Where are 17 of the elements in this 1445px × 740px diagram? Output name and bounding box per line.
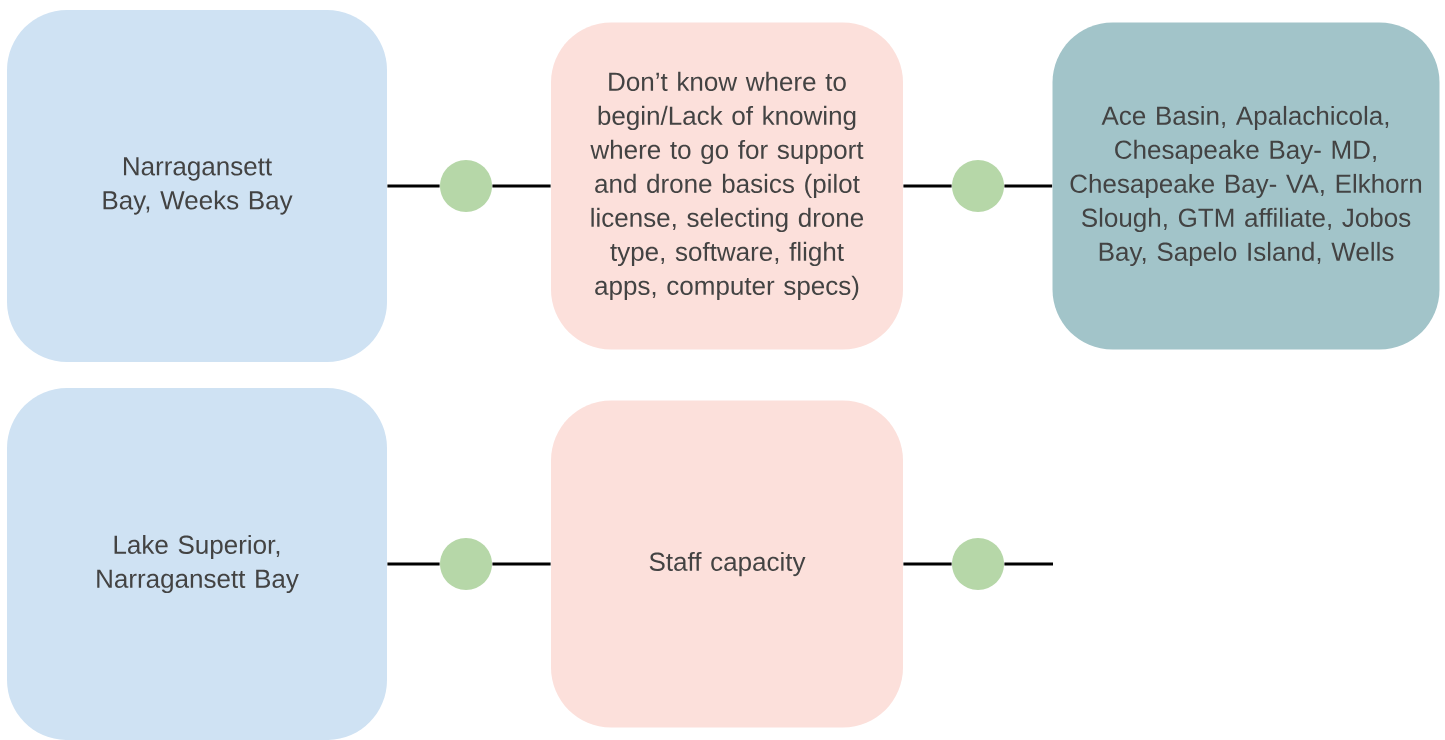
rounded-box: Lake Superior, Narragansett Bay xyxy=(7,388,387,740)
connector-line xyxy=(492,184,551,188)
connector-line xyxy=(903,562,952,566)
connector-line xyxy=(492,562,551,566)
dot xyxy=(440,538,492,590)
rounded-box: Staff capacity xyxy=(551,400,903,728)
dot xyxy=(952,538,1004,590)
dot xyxy=(440,160,492,212)
dot xyxy=(952,160,1004,212)
connector-line xyxy=(387,562,440,566)
connector-line xyxy=(903,184,952,188)
connector-line xyxy=(1004,562,1053,566)
rounded-box: Narragansett Bay, Weeks Bay xyxy=(7,10,387,362)
connector-line xyxy=(387,184,440,188)
connector-line xyxy=(1004,184,1053,188)
rounded-box: Don’t know where to begin/Lack of knowing where to go for support and drone basics (pilot license, selecting drone type, software, flight apps, computer specs) xyxy=(551,22,903,350)
rounded-box: Ace Basin, Apalachicola, Chesapeake Bay- MD, Chesapeake Bay- VA, Elkhorn Slough, GTM affiliate, Jobos Bay, Sapelo Island, Wells xyxy=(1052,22,1440,350)
